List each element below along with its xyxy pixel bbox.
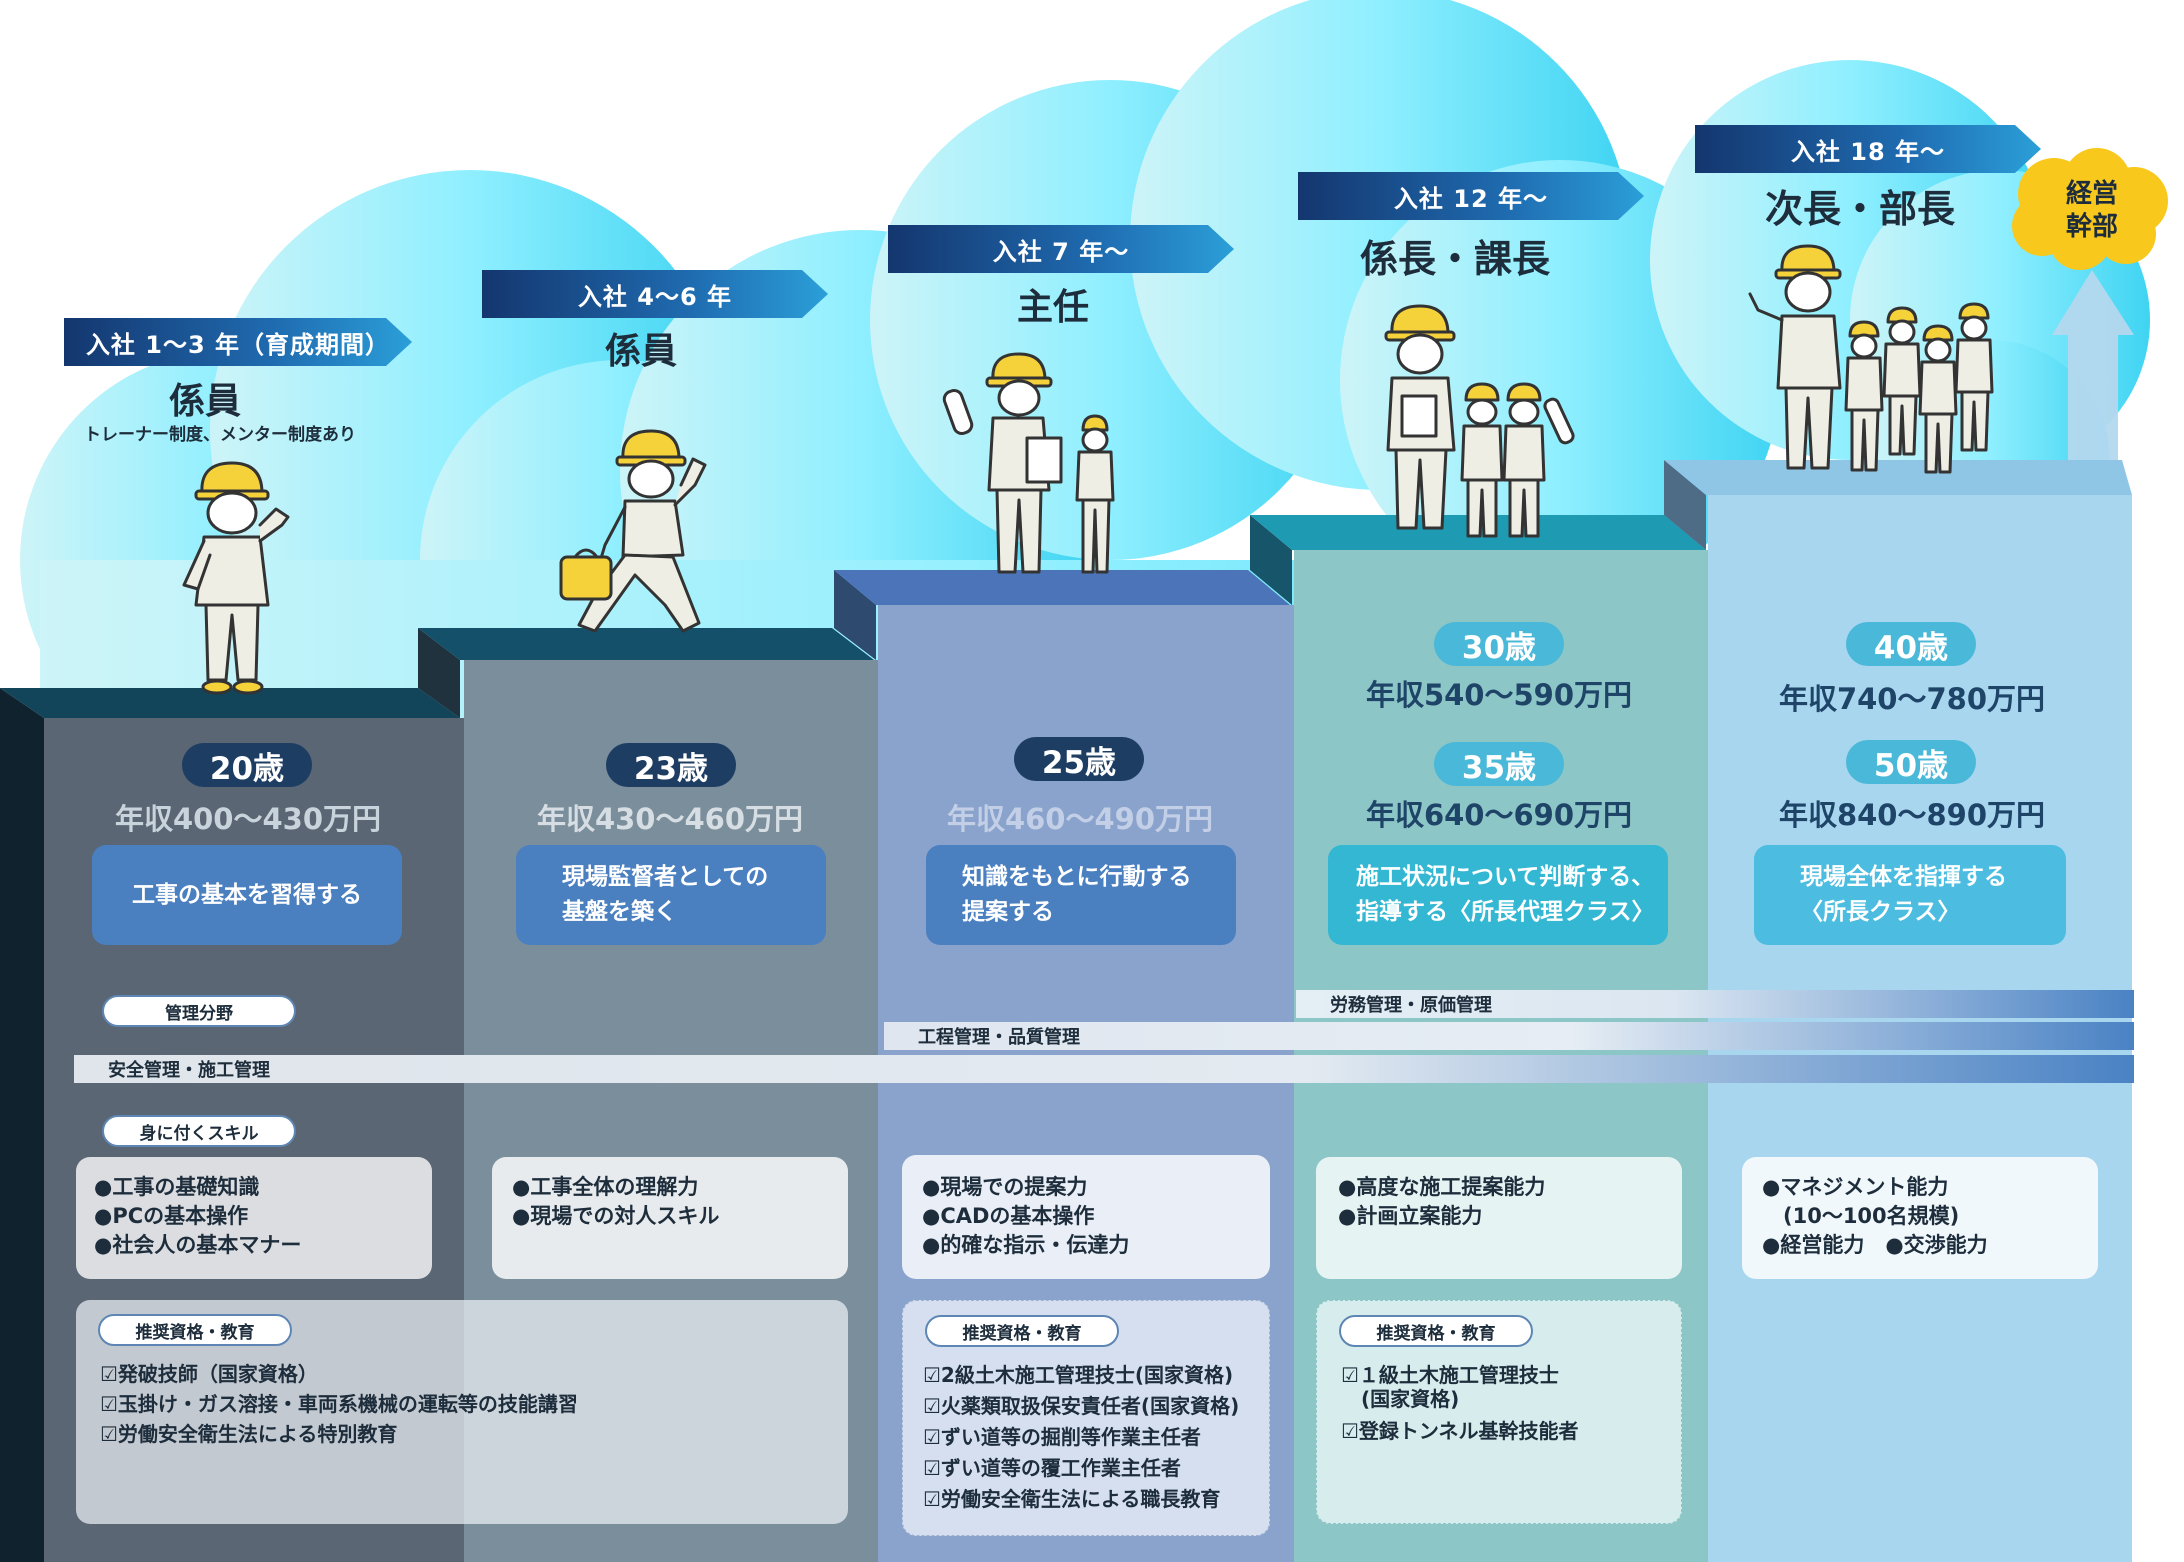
worker-figure-1: [182, 461, 290, 695]
skill-item: ●現場での対人スキル: [512, 1204, 720, 1228]
salary-2: 年収430～460万円: [536, 802, 804, 836]
age-badge-3: 25歳: [1014, 737, 1144, 781]
skills-box-1: ●工事の基礎知識 ●PCの基本操作 ●社会人の基本マナー: [76, 1157, 432, 1279]
skill-item: (10～100名規模): [1762, 1204, 1960, 1228]
qual-item: ☑ずい道等の掘削等作業主任者: [923, 1425, 1201, 1449]
executive-badge-text: 経営幹部: [2065, 179, 2118, 242]
worker-figure-3: [942, 352, 1115, 574]
bar-process-quality: 工程管理・品質管理: [884, 1022, 2134, 1050]
qual-item: (国家資格): [1341, 1387, 1460, 1411]
skills-box-5: ●マネジメント能力 (10～100名規模) ●経営能力 ●交渉能力: [1742, 1157, 2098, 1279]
age-badge-1: 20歳: [182, 743, 312, 787]
salary-4a: 年収540～590万円: [1365, 678, 1633, 712]
goal-box-1: 工事の基本を習得する: [92, 845, 402, 945]
age-badge-5b: 50歳: [1846, 740, 1976, 784]
goal-line: 現場全体を指揮する: [1800, 864, 2007, 890]
skill-item: ●的確な指示・伝達力: [922, 1233, 1130, 1257]
rank-title-5: 次長・部長: [1764, 187, 1955, 231]
age-badge-2: 23歳: [606, 743, 736, 787]
qual-item: ☑ずい道等の覆工作業主任者: [923, 1456, 1181, 1480]
quals-label: 推奨資格・教育: [98, 1314, 292, 1346]
goal-line: 〈所長クラス〉: [1800, 899, 1961, 925]
quals-label: 推奨資格・教育: [925, 1315, 1119, 1347]
age-badge-4a: 30歳: [1434, 622, 1564, 666]
skills-box-2: ●工事全体の理解力 ●現場での対人スキル: [492, 1157, 848, 1279]
qual-item: ☑2級土木施工管理技士(国家資格): [923, 1363, 1234, 1387]
quals-box-1: 推奨資格・教育 ☑発破技師（国家資格） ☑玉掛け・ガス溶接・車両系機械の運転等の…: [76, 1300, 848, 1524]
goal-line: 知識をもとに行動する: [962, 864, 1192, 890]
skills-box-4: ●高度な施工提案能力 ●計画立案能力: [1316, 1157, 1682, 1279]
quals-box-3: 推奨資格・教育 ☑2級土木施工管理技士(国家資格) ☑火薬類取扱保安責任者(国家…: [902, 1300, 1270, 1536]
goal-box-5: 現場全体を指揮する 〈所長クラス〉: [1754, 845, 2066, 945]
goal-line: 基盤を築く: [562, 899, 677, 925]
qual-item: ☑火薬類取扱保安責任者(国家資格): [923, 1394, 1240, 1418]
rank-title-1: 係員: [168, 381, 241, 422]
period-ribbon-4: 入社 12 年～: [1298, 172, 1644, 220]
goal-line: 現場監督者としての: [562, 864, 769, 890]
goal-box-4: 施工状況について判断する、 指導する〈所長代理クラス〉: [1328, 845, 1668, 945]
bar-safety-construction: 安全管理・施工管理: [74, 1055, 2134, 1083]
salary-4b: 年収640～690万円: [1365, 798, 1633, 832]
executive-badge-cloud: [2012, 148, 2168, 270]
qual-item: ☑１級土木施工管理技士: [1341, 1363, 1559, 1387]
bar-labor-cost: 労務管理・原価管理: [1296, 990, 2134, 1018]
quals-label: 推奨資格・教育: [1339, 1315, 1533, 1347]
skill-item: ●現場での提案力: [922, 1175, 1088, 1199]
qual-item: ☑発破技師（国家資格）: [100, 1362, 318, 1386]
goal-line: 施工状況について判断する、: [1356, 864, 1655, 890]
salary-5b: 年収840～890万円: [1778, 798, 2046, 832]
rank-title-4: 係長・課長: [1359, 237, 1550, 281]
trainer-note: トレーナー制度、メンター制度あり: [84, 425, 356, 445]
salary-5a: 年収740～780万円: [1778, 682, 2046, 716]
skill-item: ●計画立案能力: [1338, 1204, 1483, 1228]
age-badge-4b: 35歳: [1434, 742, 1564, 786]
qual-item: ☑労働安全衛生法による特別教育: [100, 1422, 398, 1446]
qual-item: ☑玉掛け・ガス溶接・車両系機械の運転等の技能講習: [100, 1392, 578, 1416]
skill-item: ●経営能力 ●交渉能力: [1762, 1233, 1988, 1257]
qual-item: ☑登録トンネル基幹技能者: [1341, 1419, 1579, 1443]
period-ribbon-5: 入社 18 年～: [1695, 125, 2041, 173]
period-ribbon-3: 入社 7 年～: [888, 225, 1234, 273]
skill-item: ●社会人の基本マナー: [94, 1233, 302, 1257]
worker-figure-4: [1384, 304, 1575, 538]
age-badge-5a: 40歳: [1846, 622, 1976, 666]
skill-item: ●高度な施工提案能力: [1338, 1175, 1546, 1199]
worker-figure-2: [559, 429, 707, 633]
skills-box-3: ●現場での提案力 ●CADの基本操作 ●的確な指示・伝達力: [902, 1155, 1270, 1279]
goal-line: 提案する: [962, 899, 1054, 925]
salary-1: 年収400～430万円: [114, 802, 382, 836]
rank-title-3: 主任: [1016, 287, 1089, 328]
goal-line: 指導する〈所長代理クラス〉: [1356, 899, 1655, 925]
management-label: 管理分野: [102, 995, 296, 1027]
skill-item: ●工事全体の理解力: [512, 1175, 699, 1199]
quals-box-4: 推奨資格・教育 ☑１級土木施工管理技士 (国家資格) ☑登録トンネル基幹技能者: [1316, 1300, 1682, 1524]
skills-label: 身に付くスキル: [102, 1115, 296, 1147]
worker-figure-5: [1748, 244, 1994, 474]
period-ribbon-2: 入社 4～6 年: [482, 270, 828, 318]
goal-box-3: 知識をもとに行動する 提案する: [926, 845, 1236, 945]
skill-item: ●PCの基本操作: [94, 1204, 249, 1228]
goal-line: 工事の基本を習得する: [132, 881, 362, 908]
period-ribbon-1: 入社 1～3 年（育成期間）: [64, 318, 412, 366]
rank-title-2: 係員: [604, 331, 677, 372]
skill-item: ●工事の基礎知識: [94, 1175, 260, 1199]
skill-item: ●CADの基本操作: [922, 1204, 1095, 1228]
goal-box-2: 現場監督者としての 基盤を築く: [516, 845, 826, 945]
qual-item: ☑労働安全衛生法による職長教育: [923, 1487, 1221, 1511]
skill-item: ●マネジメント能力: [1762, 1175, 1949, 1199]
salary-3: 年収460～490万円: [946, 802, 1214, 836]
